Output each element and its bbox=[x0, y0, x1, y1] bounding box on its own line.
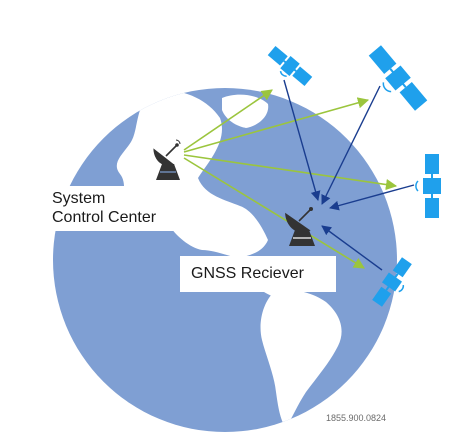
downlink-arrow-1 bbox=[283, 79, 321, 201]
satellite-icon bbox=[267, 45, 313, 87]
phone-number: 1855.900.0824 bbox=[326, 413, 387, 423]
uplink-arrow-1 bbox=[183, 89, 273, 151]
uplink-arrow-3 bbox=[183, 154, 398, 191]
receiver-dish-icon bbox=[285, 207, 315, 246]
uplink-arrow-2 bbox=[183, 97, 370, 153]
satellite-icon bbox=[372, 257, 412, 307]
receiver-label: GNSS Reciever bbox=[180, 256, 336, 292]
north-america bbox=[116, 90, 268, 258]
downlink-arrows bbox=[283, 79, 415, 271]
uplink-arrows bbox=[183, 89, 398, 269]
downlink-arrow-3 bbox=[329, 184, 415, 211]
control-center-label-line2: Control Center bbox=[52, 209, 157, 226]
control-center-dish-icon bbox=[153, 139, 181, 180]
downlink-arrow-4 bbox=[321, 225, 383, 271]
control-center-label: System Control Center bbox=[44, 186, 188, 231]
downlink-arrow-2 bbox=[321, 85, 381, 205]
satellite-icon bbox=[415, 154, 441, 218]
uplink-arrow-4 bbox=[183, 157, 365, 269]
south-america bbox=[260, 289, 342, 428]
satellite-icon bbox=[368, 45, 428, 111]
control-center-label-line1: System bbox=[52, 190, 106, 207]
greenland bbox=[222, 94, 269, 128]
